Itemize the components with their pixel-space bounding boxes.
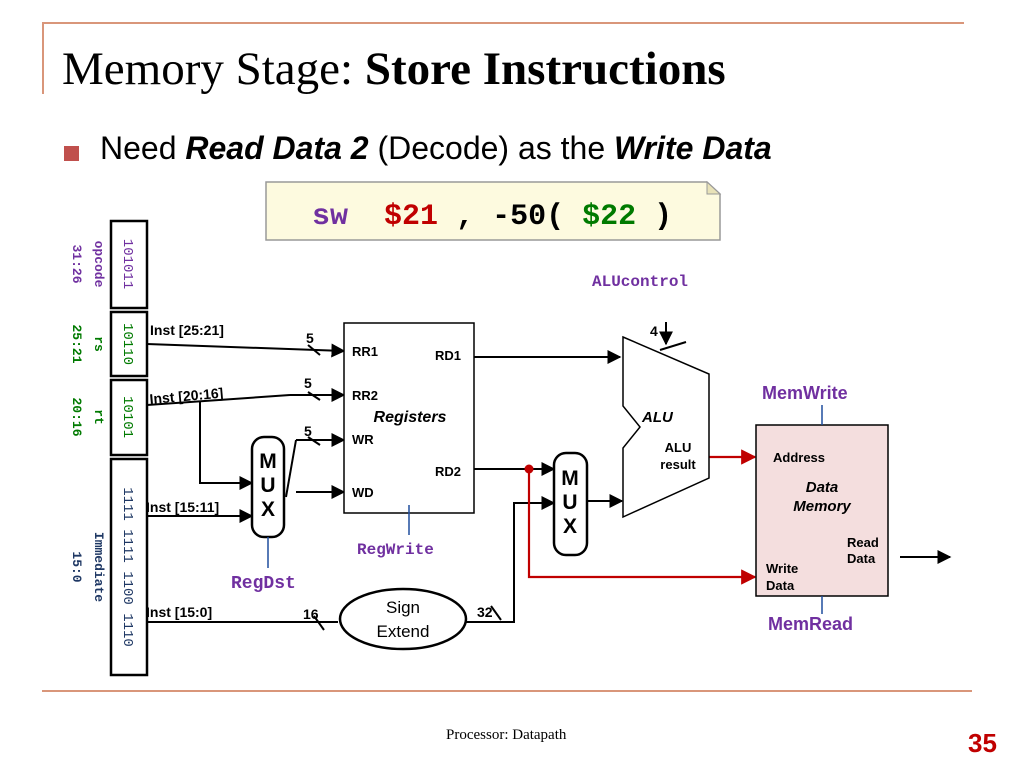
svg-text:result: result [660,457,696,472]
svg-text:Memory: Memory [793,498,851,515]
signal-alucontrol: ALUcontrol [592,273,688,291]
svg-text:ALU: ALU [641,409,674,426]
label-inst-25-21: Inst [25:21] [150,322,224,338]
bottom-rule [42,690,972,692]
field-rt-range: 20:16 [69,397,84,436]
instr-rs: $22 [582,200,636,234]
wire-sign-extend-out [466,496,556,623]
svg-text:Extend: Extend [377,622,430,641]
svg-text:U: U [260,474,275,497]
field-imm-bits: 1111 1111 1100 1110 [119,487,135,647]
signal-memread: MemRead [768,614,853,634]
label-width-4: 4 [650,323,658,339]
bullet-text: Need Read Data 2 (Decode) as the Write D… [100,130,772,166]
instruction-box: sw $21 , -50( $22 ) [265,180,722,241]
top-rule [42,22,964,24]
svg-text:X: X [261,498,275,521]
footer-text: Processor: Datapath [446,727,567,743]
svg-text:RD1: RD1 [435,348,461,363]
label-width-16: 16 [303,606,319,622]
field-opcode-range: 31:26 [69,244,84,283]
instr-separator: , -50( [456,200,564,234]
data-memory: Address Data Memory Read Data Write Data [755,405,889,614]
sign-extend: Sign Extend [338,587,468,651]
instr-close: ) [654,200,672,234]
page-number: 35 [968,728,997,758]
instr-opcode: sw [312,200,348,234]
field-imm-name: Immediate [91,532,106,602]
alu: ALU ALU result [622,335,710,519]
label-width-32: 32 [477,604,493,620]
bullet-marker [64,146,79,161]
field-rs-name: rs [91,336,106,352]
field-rt-bits: 10101 [119,396,135,438]
signal-regdst: RegDst [231,574,296,594]
label-width-5c: 5 [304,423,312,439]
field-opcode-name: opcode [91,241,106,288]
svg-text:Registers: Registers [374,409,447,426]
svg-text:U: U [562,491,577,514]
signal-memwrite: MemWrite [762,383,848,403]
svg-text:ALU: ALU [665,440,692,455]
field-opcode-bits: 101011 [119,239,135,289]
svg-text:Sign: Sign [386,598,420,617]
datapath-diagram: sw $21 , -50( $22 ) 101011 10110 10101 1… [69,180,952,677]
alusrc-mux: M U X [552,451,589,557]
instruction-wires [146,343,502,631]
svg-text:Read: Read [847,535,879,550]
svg-text:RD2: RD2 [435,464,461,479]
signal-regwrite: RegWrite [357,541,434,559]
svg-text:Data: Data [806,479,839,496]
register-file: RR1 RR2 WR WD RD1 RD2 Registers [343,322,475,535]
svg-text:WD: WD [352,485,374,500]
label-width-5a: 5 [306,330,314,346]
wire-write-data-highlight [527,469,757,585]
junction-dot [524,464,534,474]
svg-text:sw $21 , -50(: sw $21 , -50( $22 ) [312,200,672,234]
field-rs-bits: 10110 [119,323,135,365]
svg-text:X: X [563,515,577,538]
svg-text:Write: Write [766,561,798,576]
svg-text:RR1: RR1 [352,344,378,359]
svg-text:WR: WR [352,432,374,447]
title-bold: Store Instructions [364,43,726,95]
regdst-mux: M U X [250,435,286,568]
bullet-emphasis-2: Write Data [614,130,772,166]
svg-text:M: M [561,467,579,490]
field-rs-range: 25:21 [69,324,84,363]
field-imm-range: 15:0 [69,551,84,582]
title-accent-line [42,22,44,94]
instr-rt: $21 [384,200,438,234]
svg-text:Data: Data [766,578,795,593]
svg-text:Address: Address [773,450,825,465]
label-width-5b: 5 [304,375,312,391]
svg-text:M: M [259,450,277,473]
svg-text:RR2: RR2 [352,388,378,403]
label-inst-20-16: Inst [20:16] [149,385,224,407]
title-regular: Memory Stage: [62,43,365,95]
label-inst-15-11: Inst [15:11] [146,499,219,515]
label-inst-15-0: Inst [15:0] [146,604,212,620]
instruction-fields: 101011 10110 10101 1111 1111 1100 1110 o… [69,219,149,677]
bullet-emphasis-1: Read Data 2 [185,130,369,166]
slide-title: Memory Stage: Store Instructions [62,42,726,96]
field-rt-name: rt [91,409,106,425]
svg-text:Data: Data [847,551,876,566]
